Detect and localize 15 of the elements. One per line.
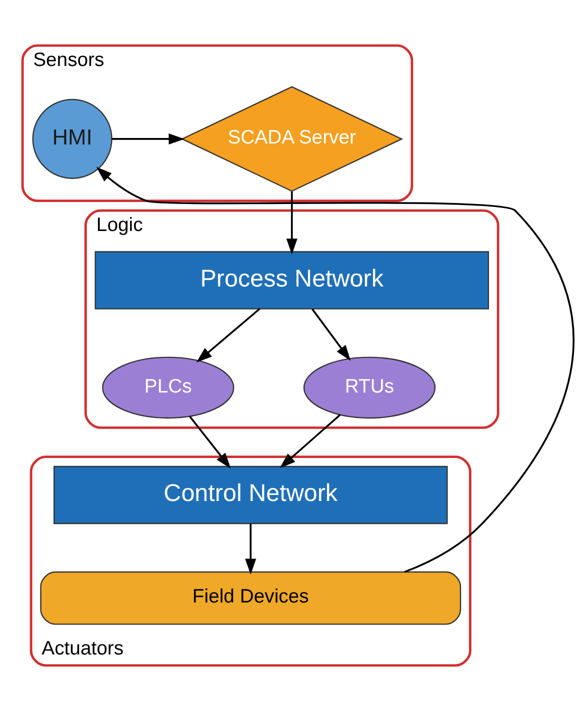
- arrow: [245, 523, 256, 574]
- arrow: [112, 132, 184, 144]
- node-box: Field Devices: [40, 570, 462, 624]
- node-diamond: SCADA Server: [180, 86, 404, 192]
- arrow: [189, 415, 231, 468]
- node-box: Control Network: [54, 465, 448, 524]
- arrow: [196, 308, 260, 362]
- node-box: Process Network: [94, 250, 489, 309]
- node-ellipse: RTUs: [303, 356, 436, 418]
- arrow: [280, 414, 341, 468]
- node-ellipse: PLCs: [102, 356, 234, 418]
- node-circle: HMI: [32, 98, 112, 178]
- arrow: [312, 308, 351, 360]
- arrow: [96, 166, 574, 572]
- arrow: [286, 191, 298, 254]
